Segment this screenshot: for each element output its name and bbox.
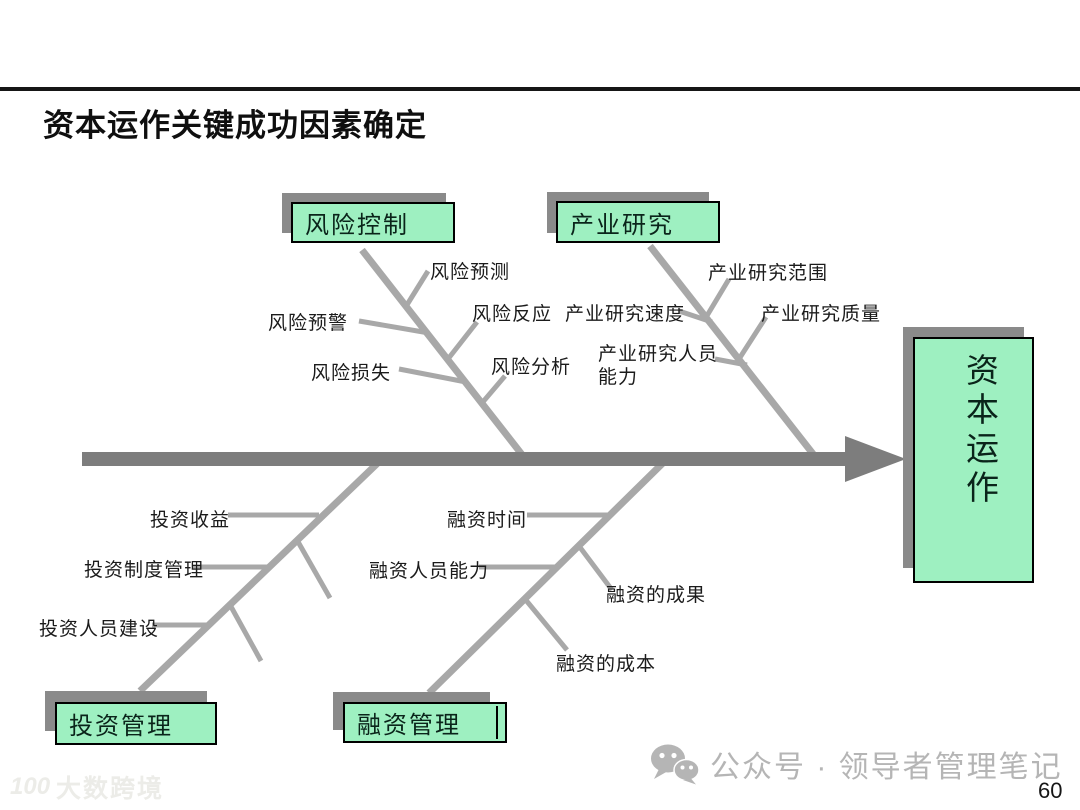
financing-category-box: 融资管理 xyxy=(343,702,507,743)
twig-financing-result xyxy=(577,544,614,592)
twig-risk-response xyxy=(446,320,479,361)
factor-risk-loss: 风险损失 xyxy=(311,362,392,384)
financing-box-label: 融资管理 xyxy=(357,711,461,739)
main-bones xyxy=(137,243,820,696)
top-divider-line xyxy=(0,87,1080,91)
spine-arrowhead xyxy=(845,436,906,482)
bone-industry-research xyxy=(647,243,820,462)
twig-industry-quality xyxy=(736,315,769,361)
head-box: 资本运作 xyxy=(913,337,1034,583)
factor-risk-warning: 风险预警 xyxy=(268,312,349,334)
bone-investment-management xyxy=(137,455,386,694)
twig-investment-2 xyxy=(226,601,264,663)
page-title: 资本运作关键成功因素确定 xyxy=(43,108,427,144)
financing-box-inner-border xyxy=(496,706,498,739)
twig-investment-1 xyxy=(294,538,333,600)
factor-investment-system: 投资制度管理 xyxy=(84,559,205,581)
factor-industry-scope: 产业研究范围 xyxy=(708,262,829,284)
page-number: 60 xyxy=(1038,778,1063,803)
risk-category-box: 风险控制 xyxy=(291,202,455,243)
investment-category-box: 投资管理 xyxy=(55,702,217,745)
factor-financing-staff: 融资人员能力 xyxy=(369,560,490,582)
factor-risk-forecast: 风险预测 xyxy=(430,261,511,283)
wechat-watermark-text: 公众号 · 领导者管理笔记 xyxy=(710,751,1063,784)
factor-industry-quality: 产业研究质量 xyxy=(761,303,882,325)
bone-risk-control xyxy=(359,247,530,464)
factor-investment-staff: 投资人员建设 xyxy=(39,618,160,640)
twig-risk-analysis xyxy=(480,374,507,405)
wechat-icon xyxy=(651,744,700,785)
sub-branches xyxy=(152,269,769,663)
factor-industry-staff-capability: 产业研究人员能力 xyxy=(598,343,719,388)
connector-industry-staff xyxy=(714,356,748,368)
spine-bar xyxy=(82,452,845,466)
connector-industry-speed xyxy=(678,308,713,325)
brand-watermark-text: 大数跨境 xyxy=(56,775,165,803)
industry-category-box: 产业研究 xyxy=(556,201,720,243)
wechat-watermark: 公众号 · 领导者管理笔记 xyxy=(650,742,1063,786)
twig-financing-cost xyxy=(523,597,569,652)
twig-risk-forecast xyxy=(402,269,431,310)
risk-box-label: 风险控制 xyxy=(305,211,409,239)
brand-watermark: 100 大数跨境 xyxy=(10,769,164,805)
spine-arrow xyxy=(82,436,906,482)
connector-risk-loss xyxy=(398,366,467,385)
investment-box-label: 投资管理 xyxy=(69,712,173,740)
connector-risk-warning xyxy=(358,318,430,336)
industry-box-label: 产业研究 xyxy=(570,210,674,239)
factor-financing-result: 融资的成果 xyxy=(606,584,707,606)
twig-industry-scope xyxy=(702,277,732,321)
factor-risk-response: 风险反应 xyxy=(472,303,553,325)
factor-financing-time: 融资时间 xyxy=(447,509,528,531)
bone-financing-management xyxy=(426,454,672,696)
head-box-label: 资本运作 xyxy=(960,353,1000,509)
brand-logo: 100 xyxy=(10,773,51,800)
factor-industry-speed: 产业研究速度 xyxy=(565,303,686,325)
factor-risk-analysis: 风险分析 xyxy=(491,356,572,378)
factor-financing-cost: 融资的成本 xyxy=(556,653,657,675)
factor-investment-return: 投资收益 xyxy=(150,509,231,531)
